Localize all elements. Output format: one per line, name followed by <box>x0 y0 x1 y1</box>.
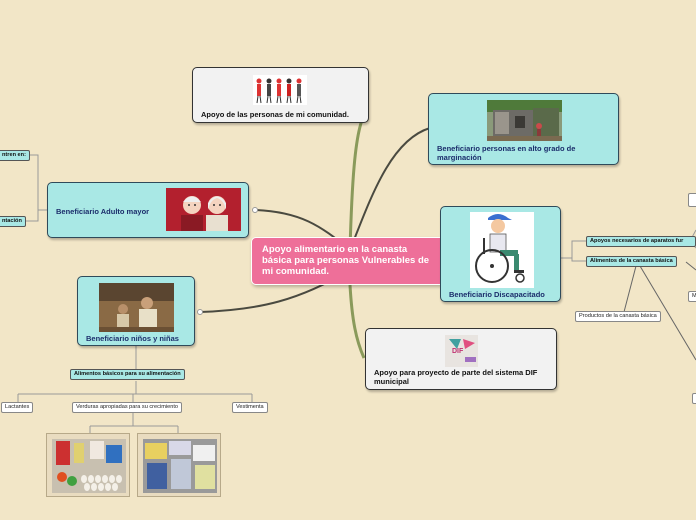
people-group-icon <box>253 75 307 105</box>
node-verduras[interactable]: Verduras apropiadas para su crecimiento <box>72 402 182 413</box>
dif-logo-icon: DIF <box>445 335 478 367</box>
node-lactantes[interactable]: Lactantes <box>1 402 34 413</box>
dif-logo-text: DIF <box>452 348 464 355</box>
link-icon[interactable] <box>197 309 203 315</box>
node-aparatos[interactable]: Apoyos necesarios de aparatos fur <box>586 236 696 247</box>
central-topic[interactable]: Apoyo alimentario en la canasta básica p… <box>251 237 447 285</box>
wheelchair-person-icon <box>470 212 534 288</box>
node-comunidad-label: Apoyo de las personas de mi comunidad. <box>201 110 349 119</box>
node-adulto-mayor-label: Beneficiario Adulto mayor <box>56 207 150 216</box>
node-alimentos-basicos-label: Alimentos básicos para su alimentación <box>74 371 181 377</box>
node-discapacitado-label: Beneficiario Discapacitado <box>449 290 545 299</box>
node-dif[interactable]: DIF Apoyo para proyecto de parte del sis… <box>365 328 557 390</box>
node-ninos[interactable]: Beneficiario niños y niñas <box>77 276 195 346</box>
node-vestimenta-label: Vestimenta <box>236 404 264 410</box>
children-photo <box>99 283 174 332</box>
node-discapacitado[interactable]: Beneficiario Discapacitado <box>440 206 561 302</box>
node-productos-label: Productos de la canasta básica <box>579 313 657 319</box>
node-verduras-label: Verduras apropiadas para su crecimiento <box>76 404 178 410</box>
link-icon[interactable] <box>252 207 258 213</box>
node-aparatos-label: Apoyos necesarios de aparatos fur <box>590 238 684 244</box>
node-comunidad[interactable]: Apoyo de las personas de mi comunidad. <box>192 67 369 123</box>
clothes-photo <box>137 433 221 497</box>
node-left-bottom[interactable]: ntación <box>0 216 26 227</box>
node-vestimenta[interactable]: Vestimenta <box>232 402 268 413</box>
clothes-image <box>143 439 217 493</box>
node-marginacion[interactable]: Beneficiario personas en alto grado de m… <box>428 93 619 165</box>
node-left-top[interactable]: ntren en: <box>0 150 30 161</box>
node-right-bottom-edge[interactable] <box>692 393 696 404</box>
node-left-bottom-label: ntación <box>2 218 22 224</box>
node-right-m-label: M <box>692 293 696 299</box>
node-right-m[interactable]: M <box>688 291 696 302</box>
node-dif-label: Apoyo para proyecto de parte del sistema… <box>374 368 538 386</box>
node-left-top-label: ntren en: <box>2 152 26 158</box>
house-photo <box>487 100 562 141</box>
node-right-top-edge[interactable] <box>688 193 696 207</box>
node-alimentos-basicos[interactable]: Alimentos básicos para su alimentación <box>70 369 185 380</box>
node-adulto-mayor[interactable]: Beneficiario Adulto mayor <box>47 182 249 238</box>
food-image <box>52 439 126 493</box>
node-productos[interactable]: Productos de la canasta básica <box>575 311 661 322</box>
node-alimentos-canasta[interactable]: Alimentos de la canasta básica <box>586 256 677 267</box>
food-photo <box>46 433 130 497</box>
node-alimentos-canasta-label: Alimentos de la canasta básica <box>590 258 673 264</box>
node-lactantes-label: Lactantes <box>5 404 30 410</box>
node-ninos-label: Beneficiario niños y niñas <box>86 334 179 343</box>
central-topic-title: Apoyo alimentario en la canasta básica p… <box>262 244 430 277</box>
elderly-couple-icon <box>166 188 241 231</box>
node-marginacion-label: Beneficiario personas en alto grado de m… <box>437 144 576 162</box>
